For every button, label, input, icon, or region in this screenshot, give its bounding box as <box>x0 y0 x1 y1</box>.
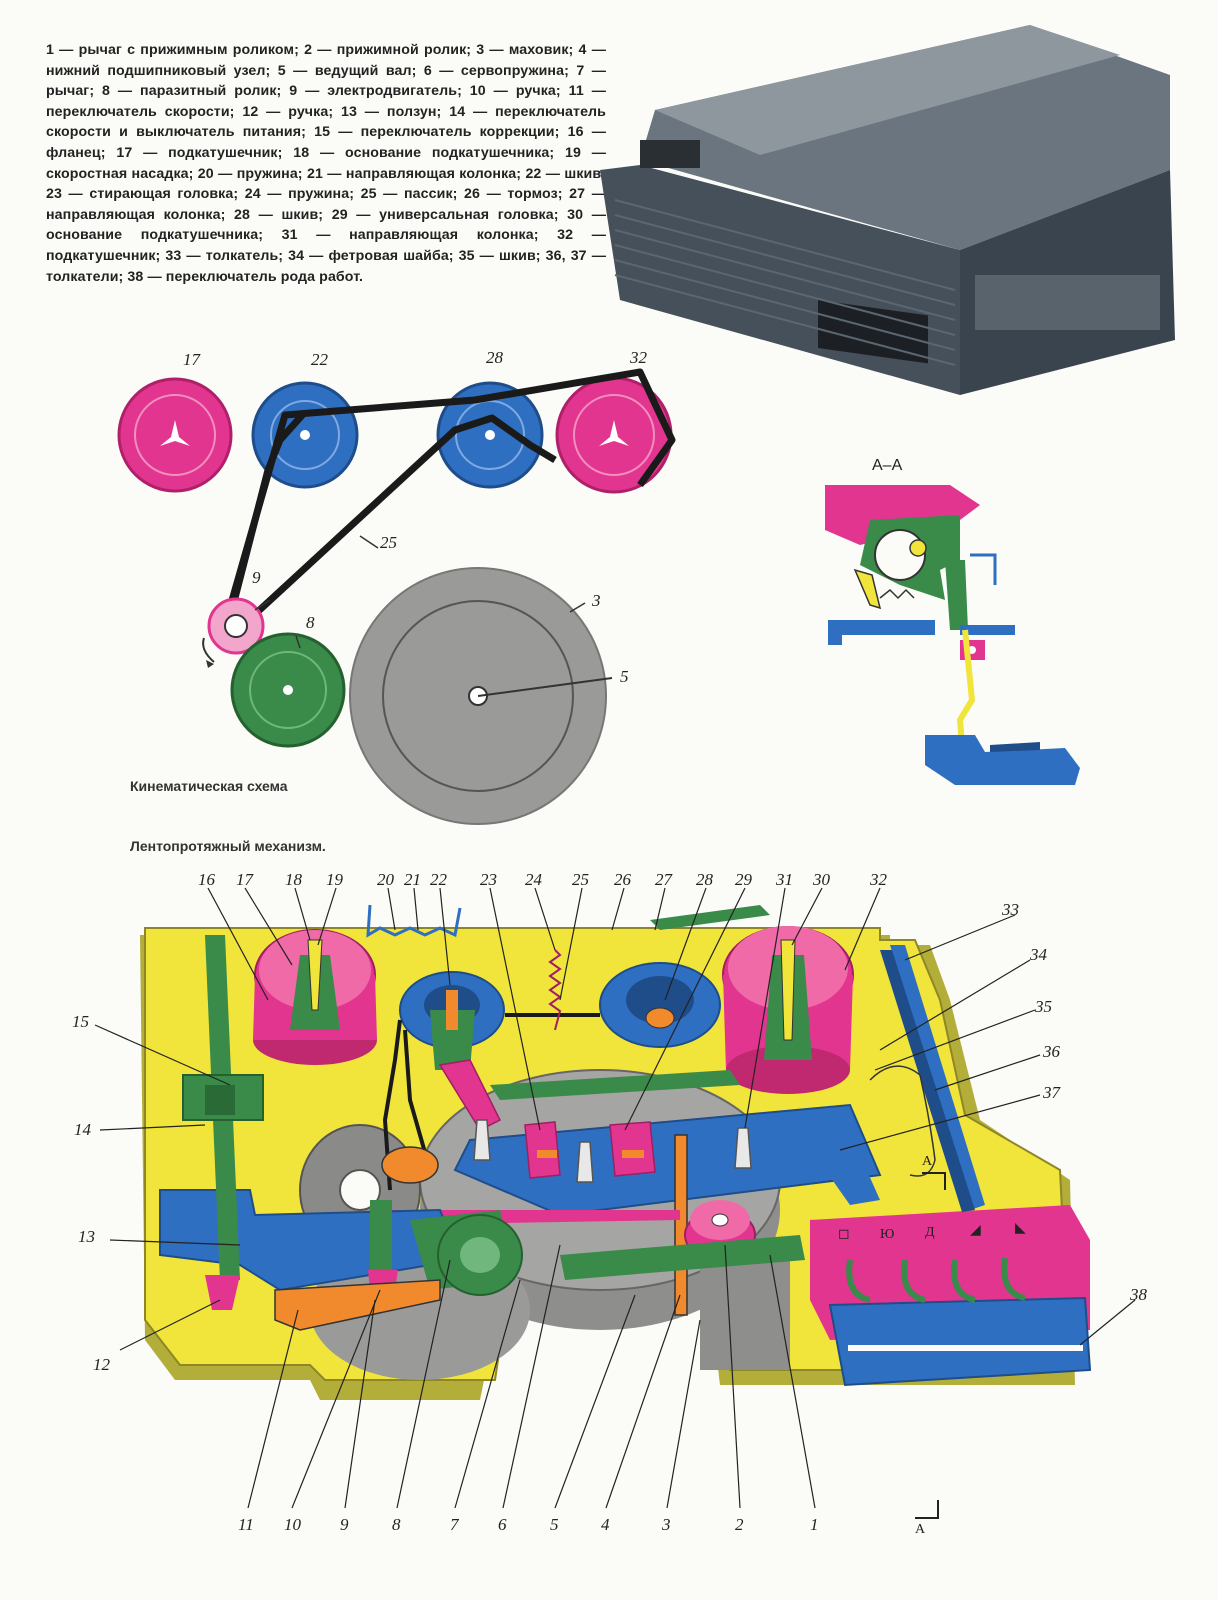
mechanism-label: 5 <box>550 1515 559 1534</box>
mechanism-label: 9 <box>340 1515 349 1534</box>
kinematic-label: 25 <box>380 533 397 552</box>
mechanism-label: 12 <box>93 1355 111 1374</box>
mechanism-label: 1 <box>810 1515 819 1534</box>
mechanism-label: 18 <box>285 870 303 889</box>
mechanism-label: 33 <box>1001 900 1019 919</box>
mechanism-label: 31 <box>775 870 793 889</box>
section-marker: А <box>922 1154 933 1169</box>
mechanism-label: 36 <box>1042 1042 1061 1061</box>
mechanism-label: 28 <box>696 870 714 889</box>
mechanism-caption: Лентопротяжный механизм. <box>130 838 326 854</box>
kinematic-caption: Кинематическая схема <box>130 778 288 794</box>
key-label: Ю <box>880 1227 894 1242</box>
mechanism-label: 29 <box>735 870 753 889</box>
key-label: ◢ <box>970 1223 981 1238</box>
section-marker: А <box>915 1522 926 1537</box>
section-title: А–А <box>872 457 903 474</box>
mechanism-label: 20 <box>377 870 395 889</box>
kinematic-label: 8 <box>306 613 315 632</box>
mechanism-label: 21 <box>404 870 421 889</box>
mechanism-label: 8 <box>392 1515 401 1534</box>
mechanism-label: 3 <box>661 1515 671 1534</box>
mechanism-label: 6 <box>498 1515 507 1534</box>
mechanism-label: 17 <box>236 870 255 889</box>
mechanism-label: 14 <box>74 1120 92 1139</box>
tape-transport-mechanism: ◻ Ю Д ◢ ◣ А А <box>72 870 1148 1537</box>
mechanism-label: 10 <box>284 1515 302 1534</box>
key-label: ◻ <box>838 1227 850 1242</box>
section-a-a: А–А <box>825 457 1080 785</box>
mechanism-label: 27 <box>655 870 674 889</box>
kinematic-label: 17 <box>183 350 202 369</box>
key-label: ◣ <box>1015 1221 1026 1236</box>
mechanism-label: 16 <box>198 870 216 889</box>
mechanism-label: 38 <box>1129 1285 1148 1304</box>
mechanism-label: 30 <box>812 870 831 889</box>
mechanism-label: 32 <box>869 870 888 889</box>
mechanism-label: 23 <box>480 870 497 889</box>
mechanism-label: 35 <box>1034 997 1052 1016</box>
tape-recorder-photo <box>600 25 1175 395</box>
kinematic-scheme: 17 22 28 32 25 9 8 3 5 <box>117 348 676 825</box>
mechanism-label: 13 <box>78 1227 95 1246</box>
kinematic-label: 5 <box>620 667 629 686</box>
kinematic-label: 3 <box>591 591 601 610</box>
mechanism-label: 19 <box>326 870 344 889</box>
mechanism-label: 37 <box>1042 1083 1062 1102</box>
kinematic-label: 9 <box>252 568 261 587</box>
mechanism-label: 34 <box>1029 945 1048 964</box>
mechanism-label: 26 <box>614 870 632 889</box>
mechanism-label: 4 <box>601 1515 610 1534</box>
kinematic-label: 32 <box>629 348 648 367</box>
mechanism-label: 15 <box>72 1012 89 1031</box>
kinematic-label: 28 <box>486 348 504 367</box>
mechanism-label: 7 <box>450 1515 460 1534</box>
mechanism-label: 11 <box>238 1515 254 1534</box>
mechanism-label: 24 <box>525 870 543 889</box>
mechanism-label: 25 <box>572 870 589 889</box>
kinematic-label: 22 <box>311 350 329 369</box>
key-label: Д <box>925 1225 935 1240</box>
mechanism-label: 22 <box>430 870 448 889</box>
mechanism-label: 2 <box>735 1515 744 1534</box>
parts-legend: 1 — рычаг с прижимным роликом; 2 — прижи… <box>46 42 606 285</box>
